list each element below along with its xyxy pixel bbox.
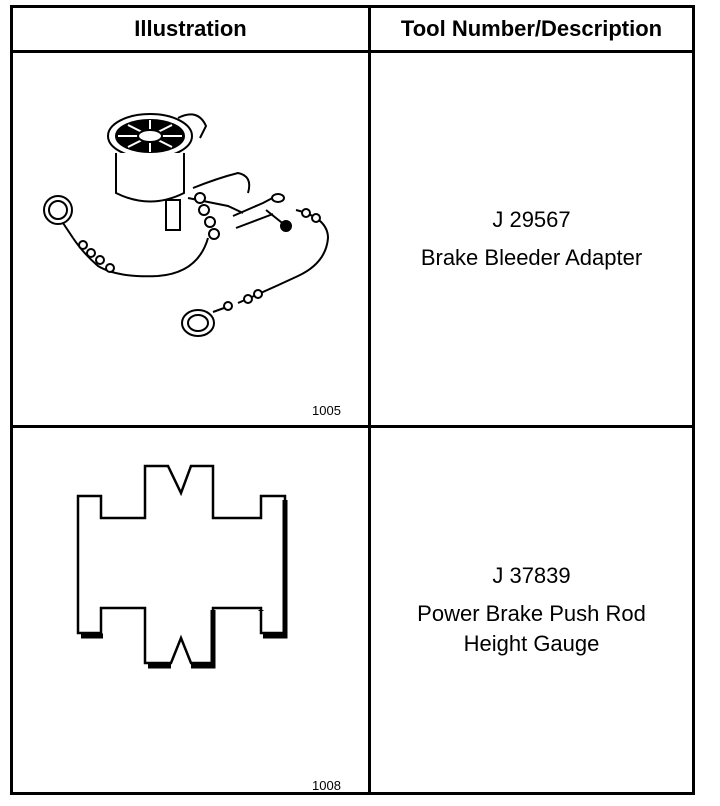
push-rod-height-gauge-icon [76, 464, 288, 669]
tool-description-line: Height Gauge [463, 631, 600, 656]
tool-number: J 29567 [492, 207, 571, 232]
tool-cell: J 37839 Power Brake Push Rod Height Gaug… [371, 428, 692, 792]
brake-bleeder-adapter-icon [43, 113, 330, 337]
row-divider [13, 425, 692, 428]
tool-cell: J 29567 Brake Bleeder Adapter [371, 53, 692, 425]
header-tool-number-description: Tool Number/Description [400, 16, 663, 41]
column-divider [368, 8, 371, 792]
header-divider [13, 50, 692, 53]
tool-description-line: Brake Bleeder Adapter [420, 245, 643, 270]
figure-number: 1008 [312, 778, 341, 793]
tool-description-line: Power Brake Push Rod [417, 601, 646, 626]
tool-number: J 37839 [492, 563, 571, 588]
figure-number: 1005 [312, 403, 341, 418]
header-illustration: Illustration [134, 16, 247, 41]
tool-table: Illustration Tool Number/Description [10, 5, 695, 795]
